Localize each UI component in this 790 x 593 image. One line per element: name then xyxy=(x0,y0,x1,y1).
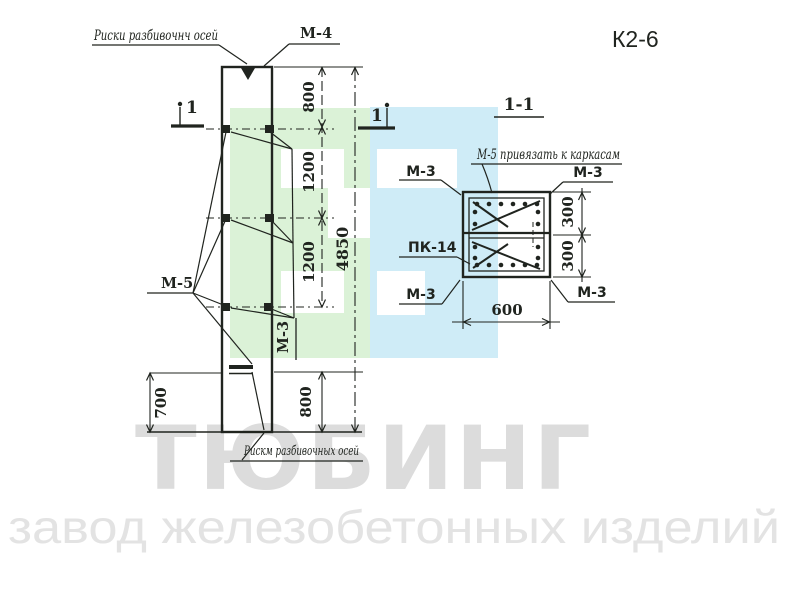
leader-line xyxy=(263,43,290,67)
leader-line xyxy=(441,279,461,305)
m5-leader-fan xyxy=(192,131,253,365)
logo-cutout xyxy=(281,271,344,313)
dim-1200-b: 1200 xyxy=(300,241,318,283)
watermark-brand-text: ТЮБИНГ xyxy=(135,407,593,510)
level-axis-lines xyxy=(206,128,334,308)
axis-mark-notch xyxy=(241,68,255,80)
m4-label: М-4 xyxy=(300,25,332,42)
rebar-dots xyxy=(472,201,541,268)
logo-cutout xyxy=(377,271,425,315)
tie-note-label: М-5 привязать к каркасам xyxy=(476,147,620,163)
section-view: 1-1 xyxy=(399,95,622,329)
logo-cutout xyxy=(328,188,370,238)
line-art: К2-6 Риски разбивочнч осей М-4 1 xyxy=(92,25,659,462)
m5-label: М-5 xyxy=(161,275,193,292)
elevation-view: Риски разбивочнч осей М-4 1 1 xyxy=(92,25,395,462)
watermark-tagline-text: завод железобетонных изделий xyxy=(8,501,780,553)
m3-top-left-label: М-3 xyxy=(406,164,435,180)
m3-bottom-left-label: М-3 xyxy=(406,287,435,303)
drawing-number: К2-6 xyxy=(612,26,659,52)
m3-bottom-right-label: М-3 xyxy=(577,285,606,301)
leader-line xyxy=(456,256,471,265)
dim-700-bottom-left: 700 xyxy=(152,387,170,418)
dim-4850-total: 4850 xyxy=(333,227,352,272)
leader-line xyxy=(549,181,564,195)
dim-800-bottom-right: 800 xyxy=(297,386,315,417)
svg-text:1: 1 xyxy=(186,98,198,118)
section-dim-arrows xyxy=(462,191,587,327)
frame-diagonals xyxy=(471,200,541,270)
dim-800-top: 800 xyxy=(300,81,318,112)
leader-line xyxy=(251,371,265,431)
dim-600-width: 600 xyxy=(491,301,522,319)
m3-top-right-label: М-3 xyxy=(573,165,602,181)
leader-line xyxy=(481,163,493,194)
section-cut-mark-left: 1 xyxy=(171,98,204,128)
watermark-logo xyxy=(230,107,498,358)
pk14-label: ПК-14 xyxy=(408,240,457,256)
axis-marks-bottom-label: Рискм разбивочных осей xyxy=(243,444,359,459)
dimension-arrows xyxy=(145,66,360,434)
dim-1200-a: 1200 xyxy=(300,151,318,193)
leader-line xyxy=(241,432,265,461)
dim-300-upper: 300 xyxy=(559,196,577,227)
section-cut-mark-right: 1 xyxy=(358,102,395,130)
m3-column-label: М-3 xyxy=(275,321,292,353)
svg-text:1: 1 xyxy=(371,106,383,126)
section-inner-frame xyxy=(468,197,545,272)
leader-line xyxy=(440,179,462,196)
m3-bracket-leaders xyxy=(230,131,295,319)
leader-line xyxy=(550,279,569,303)
leader-line xyxy=(218,44,248,65)
dim-300-lower: 300 xyxy=(559,240,577,271)
section-outline xyxy=(461,190,552,279)
axis-marks-top-label: Риски разбивочнч осей xyxy=(93,28,218,44)
dimension-lines xyxy=(147,66,363,433)
section-title: 1-1 xyxy=(504,95,535,115)
